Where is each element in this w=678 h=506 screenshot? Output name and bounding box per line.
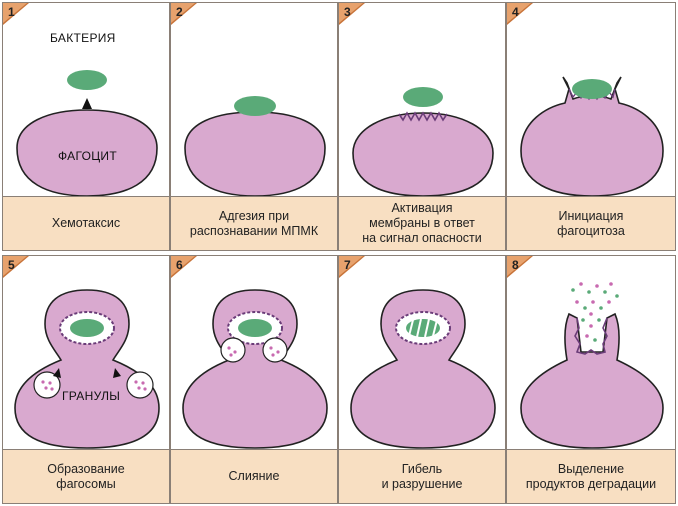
stage-6-illustration	[182, 289, 328, 449]
bacterium	[238, 319, 272, 337]
panel-7: 7 Гибель и разрушение	[338, 255, 506, 504]
panel-3: 3 Активация мембраны в ответ на сигнал о…	[338, 2, 506, 251]
panel-1: БАКТЕРИЯ ФАГОЦИТ 1 Хемотаксис	[2, 2, 170, 251]
phagocyte-cell	[350, 289, 496, 449]
fusing-granule	[262, 337, 288, 363]
chemotaxis-arrow	[82, 98, 92, 109]
panel-number: 4	[512, 5, 519, 19]
panel-caption: Адгезия при распознавании МПМК	[171, 196, 337, 250]
bacterium	[70, 319, 104, 337]
stage-7-illustration	[350, 289, 496, 449]
panel-4: 4 Инициация фагоцитоза	[506, 2, 676, 251]
granule	[126, 371, 154, 399]
panel-number-tab: 7	[339, 256, 365, 278]
panel-caption: Активация мембраны в ответ на сигнал опа…	[339, 196, 505, 250]
panel-caption: Хемотаксис	[3, 196, 169, 250]
phagocyte-label: ФАГОЦИТ	[58, 149, 117, 163]
panel-6: 6 Слияние	[170, 255, 338, 504]
panel-caption: Выделение продуктов деградации	[507, 449, 675, 503]
granules-label: ГРАНУЛЫ	[62, 389, 121, 403]
panel-number-tab: 8	[507, 256, 533, 278]
phagocyte-cell	[520, 76, 664, 197]
panel-number: 6	[176, 258, 183, 272]
granule	[33, 371, 61, 399]
panel-number-tab: 1	[3, 3, 29, 25]
panel-2: 2 Адгезия при распознавании МПМК	[170, 2, 338, 251]
phagocyte-cell	[184, 111, 326, 197]
degrading-bacterium	[406, 319, 440, 337]
bacterium	[403, 87, 443, 107]
bacterium	[67, 70, 107, 90]
panel-number: 2	[176, 5, 183, 19]
panel-8: 8 Выделение продуктов деградации	[506, 255, 676, 504]
stage-4-illustration	[520, 76, 664, 197]
stage-3-illustration	[352, 87, 494, 197]
bacterium	[572, 79, 612, 99]
panel-number-tab: 2	[171, 3, 197, 25]
panel-caption: Инициация фагоцитоза	[507, 196, 675, 250]
fusing-granule	[220, 337, 246, 363]
phagocyte-cell	[16, 109, 158, 197]
phagocyte-cell	[520, 312, 664, 449]
panel-number: 7	[344, 258, 351, 272]
panel-number-tab: 4	[507, 3, 533, 25]
panel-number-tab: 5	[3, 256, 29, 278]
panel-number: 5	[8, 258, 15, 272]
stage-8-illustration	[520, 282, 664, 449]
panel-caption: Образование фагосомы	[3, 449, 169, 503]
panel-caption: Гибель и разрушение	[339, 449, 505, 503]
phagocyte-cell	[352, 112, 494, 197]
bacterium	[234, 96, 276, 116]
panel-number: 8	[512, 258, 519, 272]
panel-caption: Слияние	[171, 449, 337, 503]
activated-membrane	[398, 111, 448, 122]
stage-5-illustration	[14, 289, 160, 449]
panel-number: 1	[8, 5, 15, 19]
panel-number: 3	[344, 5, 351, 19]
bacteria-label: БАКТЕРИЯ	[50, 31, 116, 45]
stage-1-illustration	[16, 70, 158, 197]
degradation-products	[571, 282, 619, 342]
panel-5: ГРАНУЛЫ 5 Образование фагосомы	[2, 255, 170, 504]
panel-number-tab: 3	[339, 3, 365, 25]
phagocyte-cell	[182, 289, 328, 449]
released-membrane	[574, 317, 608, 355]
granule-arrow	[53, 368, 61, 378]
panel-number-tab: 6	[171, 256, 197, 278]
stage-2-illustration	[184, 96, 326, 197]
phagocyte-cell	[14, 289, 160, 449]
granule-arrow	[113, 368, 121, 378]
